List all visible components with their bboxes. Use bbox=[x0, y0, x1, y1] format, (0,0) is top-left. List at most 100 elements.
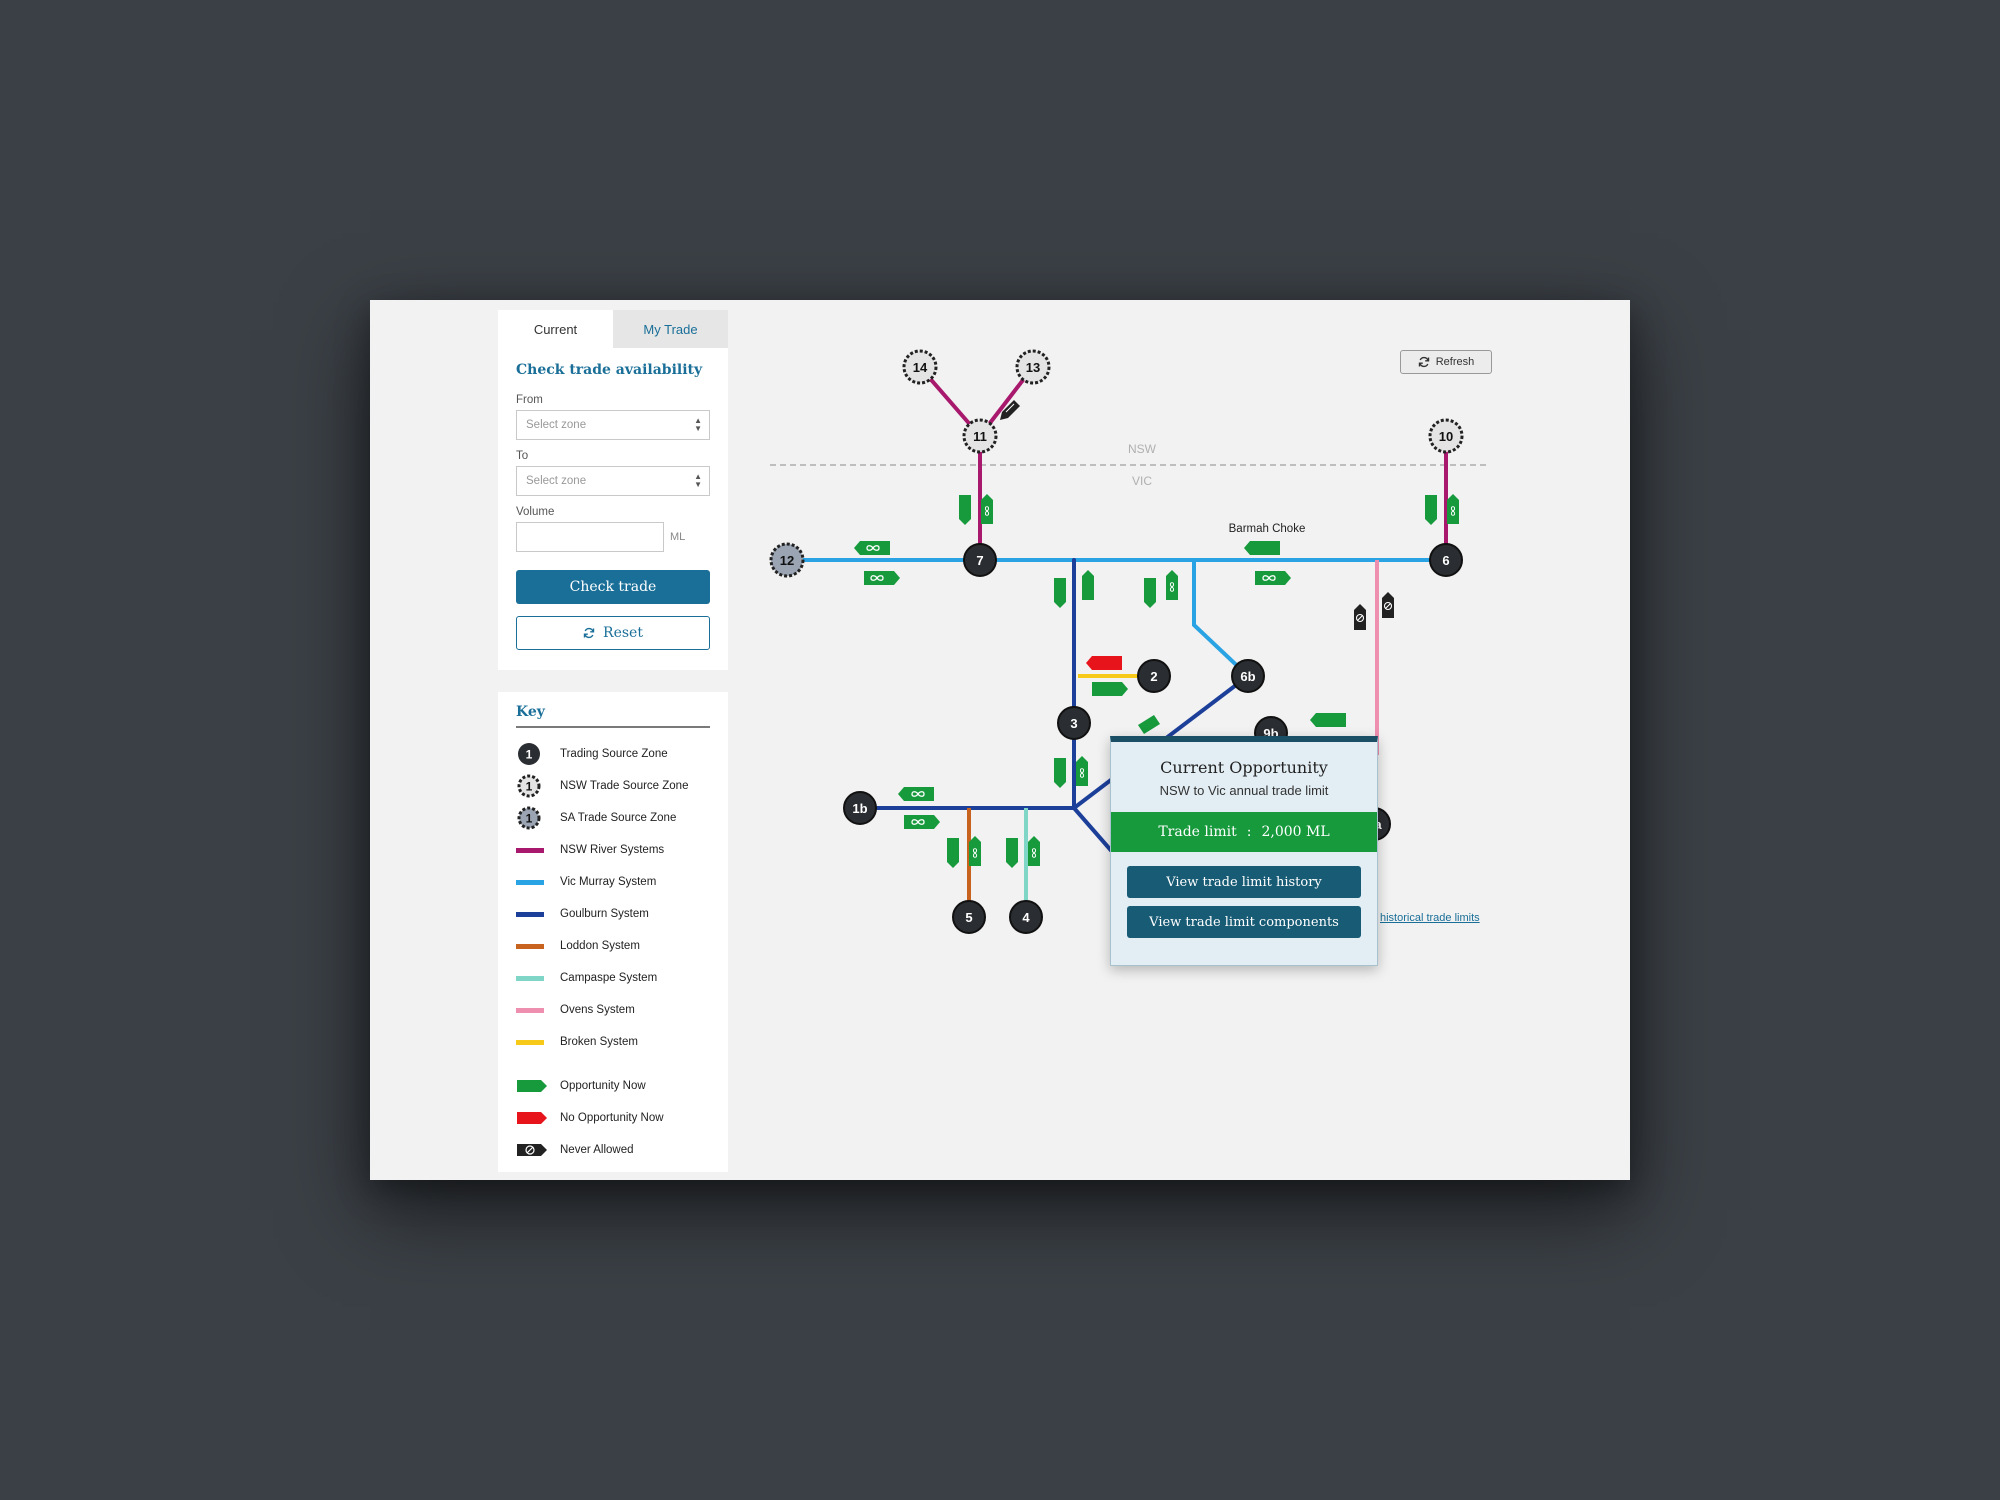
ovens-swatch bbox=[516, 1007, 544, 1013]
opportunity-flag[interactable] bbox=[1166, 570, 1178, 600]
key-item: Ovens System bbox=[516, 994, 710, 1026]
zone-13[interactable]: 13 bbox=[1015, 349, 1051, 385]
sa-zone-symbol: 1 bbox=[517, 806, 541, 830]
opportunity-flag[interactable] bbox=[1144, 578, 1156, 608]
zone-14[interactable]: 14 bbox=[902, 349, 938, 385]
refresh-label: Refresh bbox=[1435, 356, 1475, 368]
key-item: NSW River Systems bbox=[516, 834, 710, 866]
zone-5[interactable]: 5 bbox=[952, 900, 986, 934]
zone-4[interactable]: 4 bbox=[1009, 900, 1043, 934]
opportunity-flag[interactable] bbox=[1255, 571, 1291, 585]
svg-text:6: 6 bbox=[1442, 553, 1449, 568]
opportunity-flag[interactable] bbox=[1054, 758, 1066, 788]
tab-current[interactable]: Current bbox=[498, 310, 613, 348]
svg-text:7: 7 bbox=[976, 553, 983, 568]
opportunity-flag[interactable] bbox=[864, 571, 900, 585]
key-item: Goulburn System bbox=[516, 898, 710, 930]
svg-text:13: 13 bbox=[1026, 360, 1040, 375]
tab-my-trade[interactable]: My Trade bbox=[613, 310, 728, 348]
nsw-zone-symbol: 1 bbox=[517, 774, 541, 798]
key-title: Key bbox=[516, 704, 710, 728]
view-components-button[interactable]: View trade limit components bbox=[1127, 906, 1361, 938]
zone-12[interactable]: 12 bbox=[769, 542, 805, 578]
popup-subtitle: NSW to Vic annual trade limit bbox=[1159, 783, 1329, 798]
zone-6[interactable]: 6 bbox=[1429, 543, 1463, 577]
from-select[interactable]: Select zone ▲▼ bbox=[516, 410, 710, 440]
trade-limit-value: 2,000 ML bbox=[1261, 824, 1330, 840]
nsw-river-lines bbox=[918, 365, 1448, 562]
zone-10[interactable]: 10 bbox=[1428, 418, 1464, 454]
zone-1b[interactable]: 1b bbox=[843, 791, 877, 825]
pencil-icon[interactable] bbox=[1000, 400, 1020, 420]
trading-zone-symbol: 1 bbox=[518, 743, 540, 765]
opportunity-flag[interactable] bbox=[959, 495, 971, 525]
opportunity-flag[interactable] bbox=[1076, 756, 1088, 786]
opportunity-flag[interactable] bbox=[1082, 570, 1094, 600]
opportunity-popup: Current Opportunity NSW to Vic annual tr… bbox=[1110, 736, 1378, 966]
refresh-button[interactable]: Refresh bbox=[1400, 350, 1492, 374]
select-arrows-icon: ▲▼ bbox=[694, 472, 702, 489]
key-item: Never Allowed bbox=[516, 1134, 710, 1166]
opportunity-flag[interactable] bbox=[1028, 836, 1040, 866]
opportunity-flag[interactable] bbox=[1092, 682, 1128, 696]
key-item: No Opportunity Now bbox=[516, 1102, 710, 1134]
svg-text:2: 2 bbox=[1150, 669, 1157, 684]
to-placeholder: Select zone bbox=[526, 475, 587, 487]
never-allowed-flag[interactable] bbox=[1354, 604, 1366, 630]
reset-button[interactable]: Reset bbox=[516, 616, 710, 650]
svg-text:3: 3 bbox=[1070, 716, 1077, 731]
never-allowed-flag[interactable] bbox=[1382, 592, 1394, 618]
never-allowed-icon bbox=[1383, 601, 1393, 611]
svg-text:1: 1 bbox=[526, 780, 533, 794]
trade-limit-separator: : bbox=[1246, 824, 1252, 840]
key-item: Opportunity Now bbox=[516, 1070, 710, 1102]
volume-input[interactable] bbox=[516, 522, 664, 552]
opportunity-flag[interactable] bbox=[1244, 541, 1280, 555]
to-label: To bbox=[516, 450, 529, 462]
key-item: Vic Murray System bbox=[516, 866, 710, 898]
volume-row: ML bbox=[516, 522, 710, 552]
opportunity-flag[interactable] bbox=[947, 838, 959, 868]
opportunity-flag[interactable] bbox=[898, 787, 934, 801]
zone-6b[interactable]: 6b bbox=[1231, 659, 1265, 693]
svg-text:a: a bbox=[1374, 817, 1382, 832]
reset-icon bbox=[583, 627, 595, 639]
opportunity-flag[interactable] bbox=[854, 541, 890, 555]
broken-swatch bbox=[516, 1039, 544, 1045]
zone-11[interactable]: 11 bbox=[962, 418, 998, 454]
svg-text:4: 4 bbox=[1022, 910, 1030, 925]
svg-text:1b: 1b bbox=[852, 801, 867, 816]
vic-murray-lines bbox=[785, 558, 1448, 678]
loddon-swatch bbox=[516, 943, 544, 949]
zone-3[interactable]: 3 bbox=[1057, 706, 1091, 740]
nsw-line-swatch bbox=[516, 847, 544, 853]
opportunity-flags[interactable] bbox=[854, 494, 1459, 868]
check-trade-button[interactable]: Check trade bbox=[516, 570, 710, 604]
opportunity-flag[interactable] bbox=[1425, 495, 1437, 525]
view-history-button[interactable]: View trade limit history bbox=[1127, 866, 1361, 898]
no-opportunity-flag[interactable] bbox=[1086, 656, 1122, 670]
opportunity-flag[interactable] bbox=[1138, 715, 1160, 734]
opportunity-flag[interactable] bbox=[1006, 838, 1018, 868]
to-select[interactable]: Select zone ▲▼ bbox=[516, 466, 710, 496]
opportunity-flag[interactable] bbox=[1310, 713, 1346, 727]
key-item: 1 NSW Trade Source Zone bbox=[516, 770, 710, 802]
volume-label: Volume bbox=[516, 506, 555, 518]
historical-trade-limits-link[interactable]: historical trade limits bbox=[1380, 912, 1480, 924]
trade-limit-bar: Trade limit : 2,000 ML bbox=[1111, 812, 1377, 852]
opportunity-flag[interactable] bbox=[904, 815, 940, 829]
opportunity-flag[interactable] bbox=[981, 494, 993, 524]
opportunity-flag[interactable] bbox=[1054, 578, 1066, 608]
key-panel: Key 1 Trading Source Zone 1 NSW Trade So… bbox=[498, 692, 728, 1172]
state-label-nsw: NSW bbox=[1128, 442, 1157, 456]
from-label: From bbox=[516, 394, 543, 406]
zone-7[interactable]: 7 bbox=[963, 543, 997, 577]
select-arrows-icon: ▲▼ bbox=[694, 416, 702, 433]
zone-nodes[interactable]: 14 13 11 10 12 7 bbox=[769, 349, 1464, 934]
zone-2[interactable]: 2 bbox=[1137, 659, 1171, 693]
opportunity-flag[interactable] bbox=[969, 836, 981, 866]
sidebar: Current My Trade Check trade availabilit… bbox=[498, 310, 728, 1172]
never-allowed-flags[interactable] bbox=[1354, 592, 1394, 630]
opportunity-flag[interactable] bbox=[1447, 494, 1459, 524]
svg-text:6b: 6b bbox=[1240, 669, 1255, 684]
